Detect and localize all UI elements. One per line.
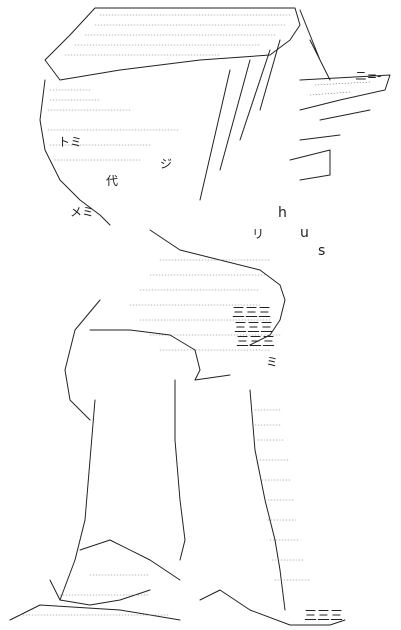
leg-right: [249, 389, 286, 611]
hair-dots: [64, 14, 291, 56]
tomi-text: トミ: [58, 135, 83, 149]
hair-strands: [199, 9, 331, 201]
face-left-dots: [47, 89, 181, 161]
letter-u: u: [300, 225, 309, 241]
leg-dots: [254, 409, 311, 581]
torso-dots: [129, 259, 281, 351]
letter-h: h: [278, 205, 287, 221]
ri-text: リ: [252, 227, 265, 241]
hair-outline: [44, 7, 301, 81]
face-left: [39, 79, 111, 226]
brim-dots: [309, 81, 371, 96]
neck: [149, 229, 286, 346]
mesi-text: メミ: [70, 205, 95, 219]
kanji-fragment: 代: [106, 174, 119, 188]
katakana-text: ニ=-: [355, 69, 382, 83]
base-dots: [19, 574, 171, 616]
leg-left: [174, 379, 186, 561]
three-eq-3: 三三三: [236, 335, 276, 350]
base-right: [199, 589, 346, 626]
letter-s: s: [318, 243, 326, 259]
three-eq-2: 三三三: [234, 321, 274, 336]
shoulder-left: [64, 299, 101, 421]
mi-text: ミ: [266, 355, 279, 369]
three-eq-bottom: 三三三: [304, 609, 344, 624]
brim-right: [289, 74, 391, 181]
base-left: [9, 539, 181, 621]
ji-text: ジ: [160, 157, 173, 171]
left-body-line: [59, 399, 96, 601]
arm: [89, 329, 231, 381]
three-eq-1: 三三三: [232, 306, 272, 321]
